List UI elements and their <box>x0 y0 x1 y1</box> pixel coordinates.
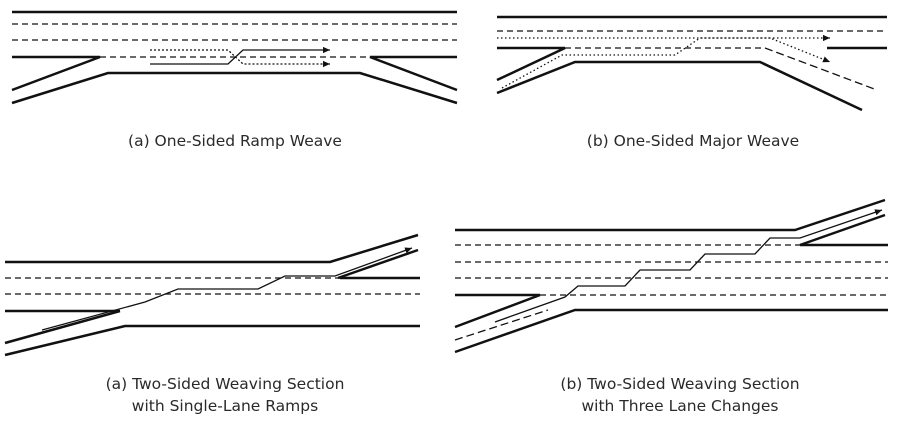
caption-two-sided-single-lane: (a) Two-Sided Weaving Section with Singl… <box>45 373 405 417</box>
auxiliary-edge <box>496 60 863 112</box>
caption-line-2: with Three Lane Changes <box>581 397 779 415</box>
caption-line-1: (b) Two-Sided Weaving Section <box>560 375 800 393</box>
caption-one-sided-ramp-weave: (a) One-Sided Ramp Weave <box>60 130 410 152</box>
ramp-lane-line <box>764 47 878 91</box>
ramp-edge <box>799 213 886 247</box>
ramp-edge <box>4 309 121 345</box>
diagram-one-sided-ramp-weave <box>11 10 458 105</box>
ramp-edge-bottom <box>4 324 420 357</box>
caption-line-1: (a) Two-Sided Weaving Section <box>105 375 345 393</box>
freeway-edge-with-gore <box>369 55 458 92</box>
caption-one-sided-major-weave: (b) One-Sided Major Weave <box>518 130 868 152</box>
weaving-path <box>501 37 831 89</box>
freeway-top-edge <box>455 198 886 232</box>
ramp-edge <box>454 293 541 329</box>
caption-two-sided-three-lane: (b) Two-Sided Weaving Section with Three… <box>500 373 860 417</box>
diagram-one-sided-major-weave <box>496 15 887 112</box>
caption-line-2: with Single-Lane Ramps <box>131 397 319 415</box>
diagram-two-sided-three-lane <box>454 198 888 354</box>
ramp-edge-bottom <box>454 308 888 354</box>
freeway-top-edge <box>5 233 419 264</box>
auxiliary-lane-edge <box>11 71 458 105</box>
ramp-lane-line <box>454 309 549 341</box>
weaving-path <box>150 46 330 65</box>
freeway-edge-with-gore <box>11 55 101 92</box>
weaving-path <box>494 209 883 323</box>
caption-text: (b) One-Sided Major Weave <box>586 132 800 150</box>
diagram-two-sided-single-lane <box>4 233 420 357</box>
weaving-path <box>41 247 413 331</box>
freeway-edge-with-gore <box>496 46 566 82</box>
ramp-edge <box>337 248 419 280</box>
caption-text: (a) One-Sided Ramp Weave <box>128 132 342 150</box>
